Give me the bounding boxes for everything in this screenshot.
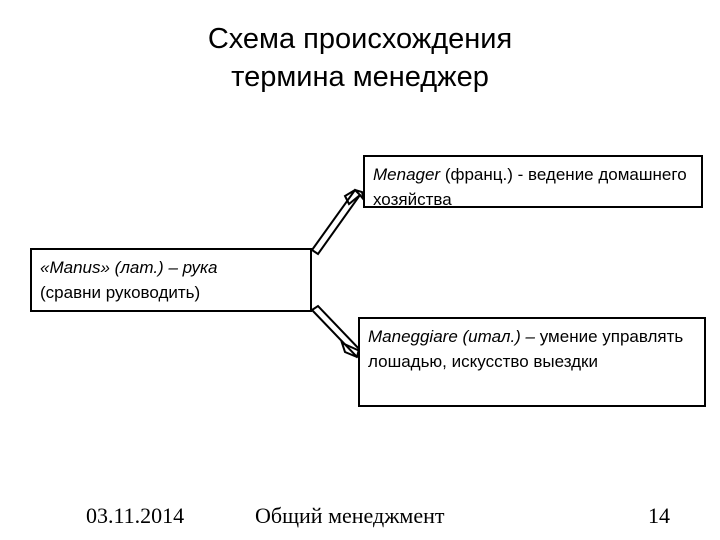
node-italian-term[interactable]: Maneggiare (итал.) – умение управлять ло… xyxy=(358,317,706,407)
footer-date: 03.11.2014 xyxy=(86,503,185,528)
connector-manus-to-menager xyxy=(311,188,365,256)
node-italian-term-body: умение управлять лошадью, искусство выез… xyxy=(368,327,684,371)
page-title: Схема происхождения термина менеджер xyxy=(207,23,513,93)
node-french-term-body: (франц.) - ведение домашнего хозяйства xyxy=(373,165,687,209)
node-french-term-lead: Menager xyxy=(373,165,441,184)
node-source-term-lead: «Manus» (лат.) – рука xyxy=(40,258,218,277)
node-source-term[interactable]: «Manus» (лат.) – рука (сравни руководить… xyxy=(30,248,312,312)
node-italian-term-lead: Maneggiare (итал.) – xyxy=(368,327,536,346)
node-french-term[interactable]: Menager (франц.) - ведение домашнего хоз… xyxy=(363,155,703,209)
node-source-term-body: (сравни руководить) xyxy=(40,283,201,302)
footer-page-number: 14 xyxy=(648,503,670,528)
footer-title: Общий менеджмент xyxy=(255,503,445,528)
